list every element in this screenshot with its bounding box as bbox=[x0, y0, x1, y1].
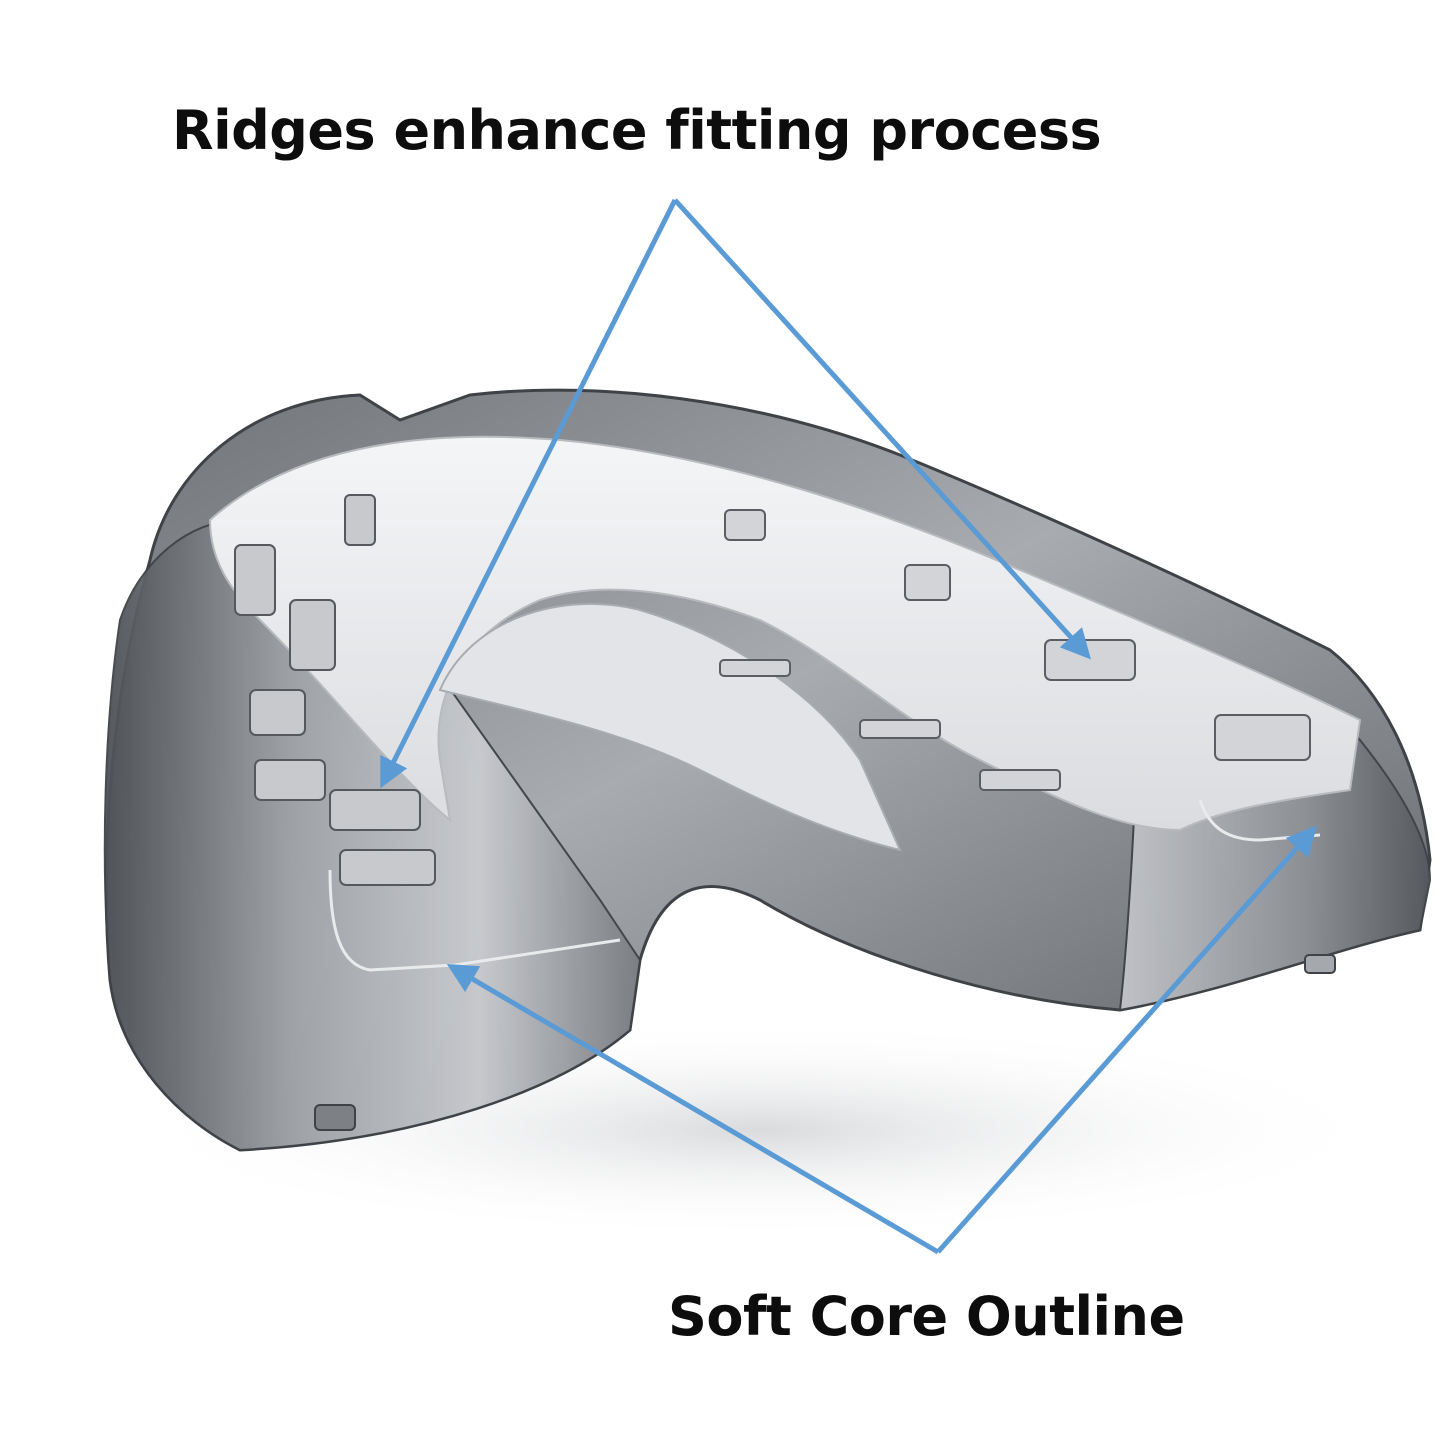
core-outline-right bbox=[1198, 799, 1321, 842]
soft-core-arrow-right bbox=[936, 825, 1317, 1254]
inner-channel bbox=[438, 602, 902, 852]
guard-foot-right bbox=[1304, 954, 1336, 974]
soft-core-caption: Soft Core Outline bbox=[668, 1285, 1185, 1348]
soft-core-arrows bbox=[446, 825, 1317, 1255]
ridges-arrow-right bbox=[673, 198, 1092, 660]
ridges-caption: Ridges enhance fitting process bbox=[172, 99, 1102, 162]
soft-core bbox=[208, 435, 1362, 832]
core-outline-left bbox=[328, 869, 621, 972]
ridges-arrows bbox=[380, 198, 1092, 789]
soft-core-arrow-left bbox=[446, 963, 940, 1255]
left-ridges bbox=[234, 494, 436, 886]
ridges-arrow-left bbox=[380, 198, 678, 789]
guard-foot-left bbox=[314, 1104, 356, 1131]
